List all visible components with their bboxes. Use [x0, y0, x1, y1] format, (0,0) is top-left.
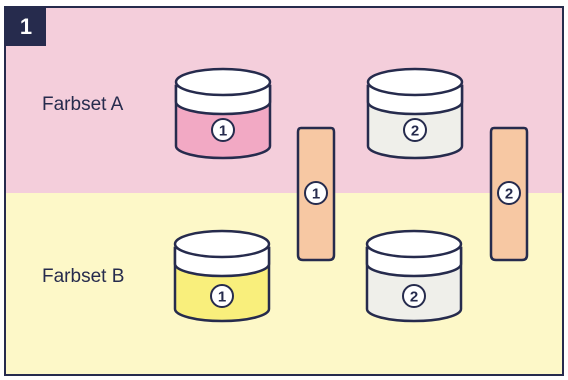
- number-circle: [211, 118, 235, 142]
- jar-set-b-1-icon: 1: [173, 229, 271, 323]
- color-set-a-band: [6, 8, 562, 193]
- brush-number: 1: [312, 186, 320, 203]
- instruction-panel: 1: [4, 6, 564, 376]
- jar-set-b-2-icon: 2: [365, 229, 463, 323]
- jar-number: 2: [410, 289, 418, 306]
- jar-set-a-2-icon: 2: [366, 67, 464, 160]
- jar-number: 1: [219, 123, 227, 140]
- step-number-badge: 1: [6, 8, 46, 46]
- number-circle: [304, 181, 328, 205]
- brush-2-icon: 2: [489, 126, 529, 262]
- number-circle: [402, 284, 426, 308]
- jar-lid-top: [174, 67, 272, 97]
- color-set-b-band: [6, 193, 562, 374]
- jar-lid-top: [366, 67, 464, 97]
- number-circle: [210, 284, 234, 308]
- color-set-b-label: Farbset B: [42, 266, 125, 287]
- jar-number: 2: [411, 123, 419, 140]
- brush-1-icon: 1: [296, 126, 336, 262]
- jar-set-a-1-icon: 1: [174, 67, 272, 160]
- color-set-a-label: Farbset A: [42, 94, 124, 115]
- jar-number: 1: [218, 289, 226, 306]
- number-circle: [497, 181, 521, 205]
- number-circle: [403, 118, 427, 142]
- jar-lid-top: [173, 229, 271, 259]
- brush-number: 2: [505, 186, 513, 203]
- jar-lid-top: [365, 229, 463, 259]
